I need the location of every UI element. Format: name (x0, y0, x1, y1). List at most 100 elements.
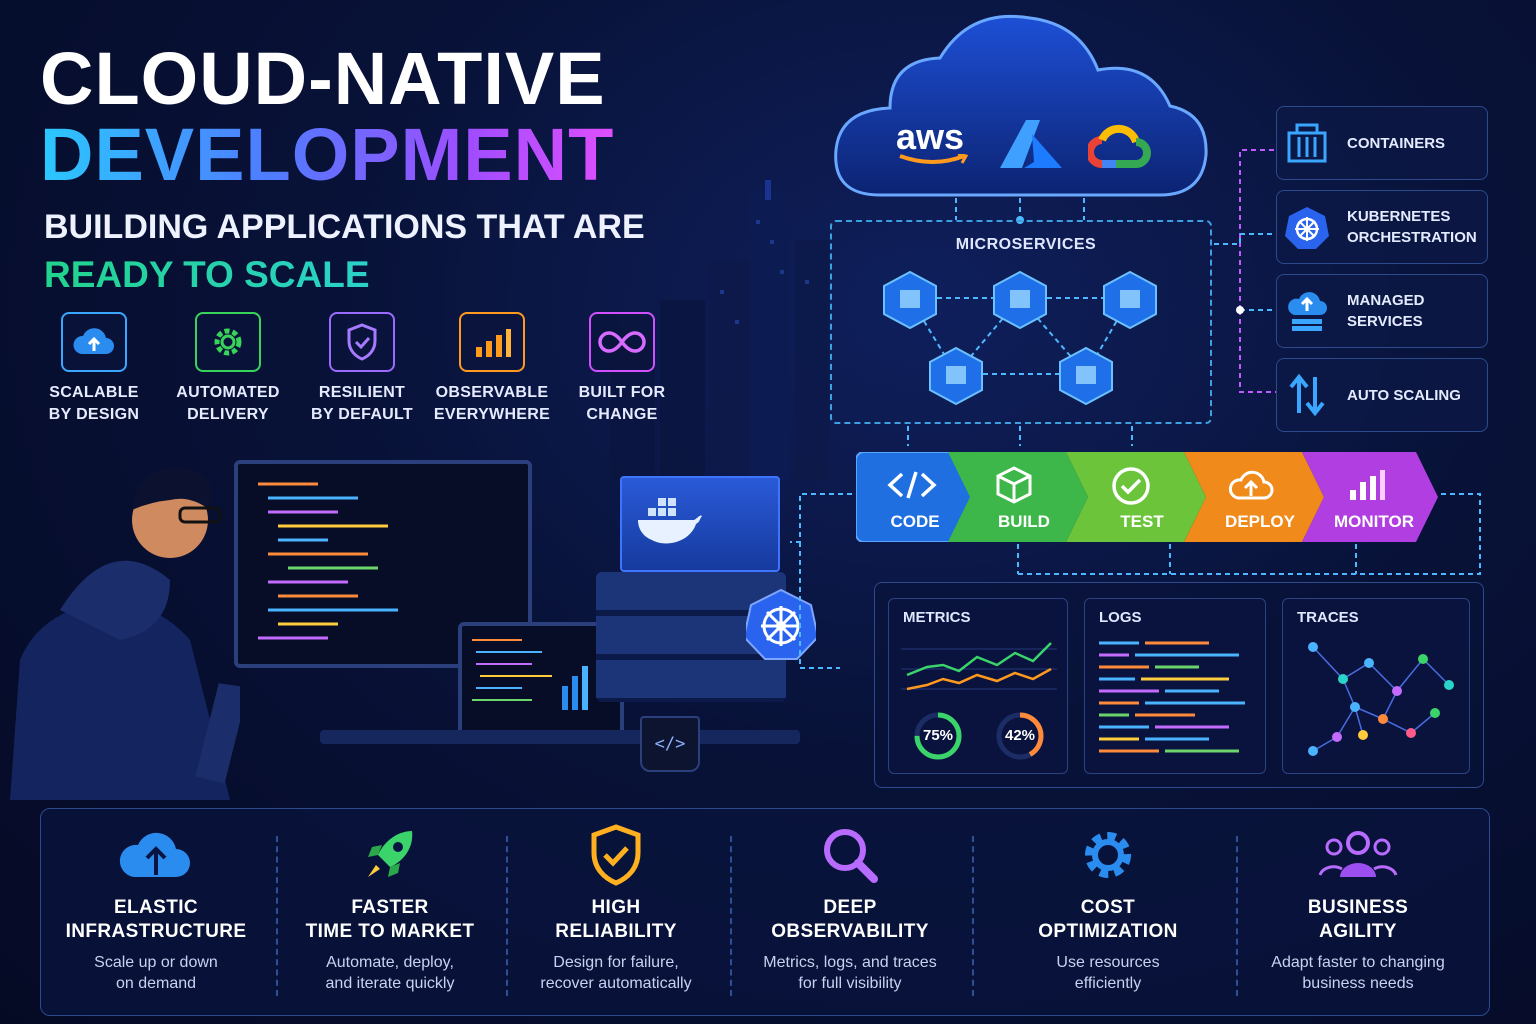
gauge-metric-1 (914, 712, 962, 760)
benefit-desc: Metrics, logs, and traces for full visib… (763, 954, 937, 992)
service-kubernetes[interactable]: KUBERNETES ORCHESTRATION (1276, 190, 1488, 264)
feature-label: OBSERVABLE EVERYWHERE (433, 384, 551, 423)
pipeline-step-test[interactable]: TEST (1066, 452, 1206, 542)
benefit-title: DEEP OBSERVABILITY (771, 897, 929, 942)
pipeline-step-build[interactable]: BUILD (948, 452, 1088, 542)
service-connectors (1214, 149, 1276, 393)
feature-resilient: RESILIENT BY DEFAULT (297, 312, 427, 426)
feature-label: BUILT FOR CHANGE (578, 384, 666, 423)
service-label: AUTO SCALING (1347, 386, 1461, 404)
magnifier-icon (732, 820, 968, 890)
pipeline-step-monitor[interactable]: MONITOR (1302, 452, 1438, 542)
shield-check-icon (329, 312, 395, 372)
feature-scalable: SCALABLE BY DESIGN (29, 312, 159, 426)
bar-chart-icon (459, 312, 525, 372)
feature-label: AUTOMATED DELIVERY (176, 384, 280, 423)
feature-label: RESILIENT BY DEFAULT (311, 384, 413, 423)
pipeline-step-code[interactable]: CODE (856, 452, 974, 542)
benefit-title: BUSINESS AGILITY (1307, 897, 1409, 942)
docker-whale-icon (638, 498, 702, 544)
box-icon (996, 466, 1032, 504)
subtitle: BUILDING APPLICATIONS THAT ARE (44, 208, 645, 246)
divider (730, 836, 732, 996)
benefit-title: ELASTIC INFRASTRUCTURE (65, 897, 247, 942)
microservices-box (830, 220, 1212, 424)
benefit-desc: Use resources efficiently (1056, 954, 1160, 992)
cloud-upload-icon (61, 312, 127, 372)
service-label: KUBERNETES ORCHESTRATION (1347, 208, 1477, 246)
cloud-providers-cloud (834, 14, 1208, 197)
google-cloud-logo-icon (1088, 124, 1151, 168)
benefit-reliability: HIGH RELIABILITY Design for failure, rec… (498, 820, 734, 994)
title-line-1: CLOUD-NATIVE (40, 37, 606, 120)
service-autoscaling[interactable]: AUTO SCALING (1276, 358, 1488, 432)
gauge-value-1: 75% (922, 727, 954, 744)
traces-title: TRACES (1297, 609, 1359, 626)
logs-panel: LOGS (1084, 598, 1266, 774)
gauge-metric-2 (996, 712, 1044, 760)
microservices-title: MICROSERVICES (955, 236, 1097, 253)
feature-label: SCALABLE BY DESIGN (48, 384, 140, 423)
benefit-desc: Design for failure, recover automaticall… (540, 954, 692, 992)
log-lines (1099, 641, 1245, 753)
metrics-panel: METRICS 75% 42% (888, 598, 1068, 774)
benefit-agility: BUSINESS AGILITY Adapt faster to changin… (1240, 820, 1476, 994)
service-label: MANAGED SERVICES (1347, 292, 1425, 330)
gear-icon (990, 820, 1226, 890)
benefit-faster: FASTER TIME TO MARKET Automate, deploy, … (272, 820, 508, 994)
service-label: CONTAINERS (1347, 134, 1446, 152)
gauge-value-2: 42% (1004, 727, 1036, 744)
benefit-desc: Scale up or down on demand (94, 954, 218, 992)
gear-icon (195, 312, 261, 372)
benefit-elastic: ELASTIC INFRASTRUCTURE Scale up or down … (38, 820, 274, 994)
pipeline-step-deploy[interactable]: DEPLOY (1184, 452, 1324, 542)
infinity-icon (589, 312, 655, 372)
benefit-desc: Automate, deploy, and iterate quickly (325, 954, 455, 992)
pipeline-label: DEPLOY (1225, 512, 1295, 531)
cloud-upload-icon (38, 820, 274, 890)
rocket-icon (272, 820, 508, 890)
metrics-title: METRICS (903, 609, 971, 626)
developer-illustration (10, 468, 240, 800)
check-circle-icon (1112, 467, 1150, 505)
feature-automated: AUTOMATED DELIVERY (163, 312, 293, 426)
managed-cloud-icon (1277, 289, 1337, 333)
pipeline-label: CODE (890, 512, 940, 531)
pipeline-label: TEST (1120, 512, 1164, 531)
cloud-upload-icon (1228, 470, 1274, 500)
divider (1236, 836, 1238, 996)
pipeline-side-connectors (790, 493, 1481, 669)
container-icon (1277, 123, 1337, 163)
desk (320, 730, 800, 744)
pipeline-label: BUILD (998, 512, 1050, 531)
benefit-title: COST OPTIMIZATION (1038, 897, 1178, 942)
trace-graph (1308, 642, 1454, 756)
service-managed[interactable]: MANAGED SERVICES (1276, 274, 1488, 348)
auto-scale-arrows-icon (1277, 373, 1337, 417)
code-editor-screen (258, 482, 398, 640)
coffee-mug: </> (640, 716, 700, 772)
divider (972, 836, 974, 996)
benefit-cost: COST OPTIMIZATION Use resources efficien… (990, 820, 1226, 994)
benefits-bar (40, 808, 1490, 1016)
traces-panel: TRACES (1282, 598, 1470, 774)
team-icon (1240, 820, 1476, 890)
bar-chart-icon (1350, 470, 1385, 500)
divider (506, 836, 508, 996)
aws-smile-icon (899, 154, 968, 164)
kubernetes-icon (1277, 205, 1337, 249)
benefit-title: FASTER TIME TO MARKET (305, 897, 475, 942)
microservices-graph (883, 270, 1157, 406)
logs-title: LOGS (1099, 609, 1142, 626)
title-line-2: DEVELOPMENT (40, 113, 615, 196)
pipeline-label: MONITOR (1334, 512, 1414, 531)
aws-logo: aws (896, 116, 965, 157)
benefit-desc: Adapt faster to changing business needs (1271, 954, 1445, 992)
service-containers[interactable]: CONTAINERS (1276, 106, 1488, 180)
benefit-title: HIGH RELIABILITY (555, 897, 677, 942)
shield-check-icon (498, 820, 734, 890)
code-icon (887, 471, 937, 499)
feature-change: BUILT FOR CHANGE (557, 312, 687, 426)
feature-observable: OBSERVABLE EVERYWHERE (427, 312, 557, 426)
azure-logo-icon (1000, 120, 1062, 168)
